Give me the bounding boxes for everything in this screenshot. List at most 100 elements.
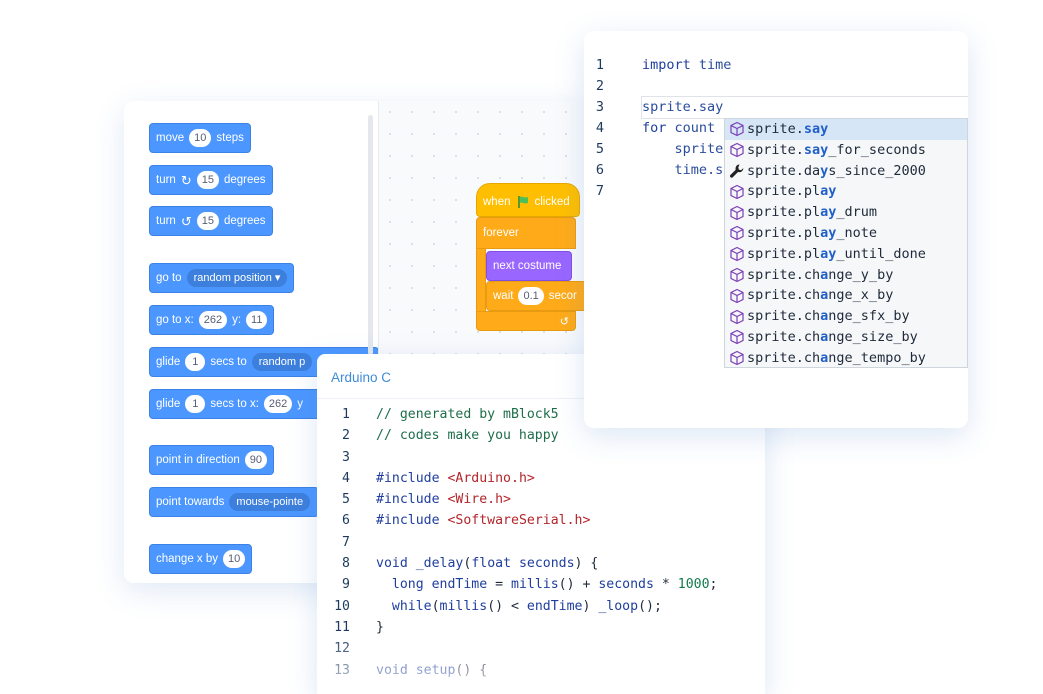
code-line: 10 while(millis() < endTime) _loop();	[317, 596, 765, 617]
code-text: <SoftwareSerial.h>	[447, 513, 591, 529]
suggestion-text: sprite.pl	[747, 224, 821, 241]
next-costume-block[interactable]: next costume	[486, 251, 572, 281]
degrees-input[interactable]: 15	[196, 171, 219, 189]
rotate-left-icon: ↺	[180, 213, 192, 229]
current-line-highlight	[641, 96, 968, 119]
code-text: time.s	[674, 162, 724, 178]
line-number: 1	[342, 407, 350, 422]
code-text: ();	[638, 598, 662, 614]
target-dropdown[interactable]: mouse-pointe	[229, 493, 311, 511]
code-text: sprite.say	[642, 99, 724, 115]
forever-block[interactable]: forever	[476, 217, 576, 249]
turn-right-block[interactable]: turn ↻ 15 degrees	[149, 165, 273, 195]
block-label: wait	[493, 290, 514, 302]
go-to-xy-block[interactable]: go to x: 262 y: 11	[149, 305, 275, 335]
direction-input[interactable]: 90	[244, 451, 267, 469]
code-editor[interactable]: 1 // generated by mBlock5 2 // codes mak…	[317, 404, 765, 681]
change-x-block[interactable]: change x by 10	[149, 544, 253, 574]
wait-input[interactable]: 0.1	[518, 287, 544, 305]
code-text: <Wire.h>	[447, 492, 512, 508]
code-text: (	[463, 556, 472, 572]
steps-input[interactable]: 10	[189, 129, 212, 147]
when-flag-clicked-block[interactable]: when clicked	[476, 183, 580, 217]
forever-bottom: ↺	[476, 311, 576, 331]
target-dropdown[interactable]: random p	[251, 353, 313, 371]
line-number: 11	[334, 619, 350, 635]
palette-scrollbar[interactable]	[368, 115, 373, 355]
block-label: go to	[156, 272, 182, 284]
turn-left-block[interactable]: turn ↺ 15 degrees	[149, 206, 273, 236]
cube-icon	[729, 121, 747, 137]
code-text: _loop	[598, 598, 639, 614]
suggestion-text: sprite.pl	[747, 204, 821, 221]
suggestion-text: nge_x_by	[828, 287, 894, 304]
block-label: degrees	[223, 215, 266, 227]
wait-block[interactable]: wait 0.1 secor	[486, 281, 594, 311]
panel-title: Arduino C	[331, 370, 392, 385]
suggestion-text: nge_size_by	[828, 328, 918, 345]
x-input[interactable]: 262	[263, 395, 293, 413]
code-text: void	[376, 556, 408, 572]
block-palette: move 10 steps turn ↻ 15 degrees turn ↺ 1…	[124, 101, 379, 583]
point-towards-block[interactable]: point towards mouse-pointe	[149, 487, 319, 517]
suggestion-match: a	[820, 287, 829, 304]
block-label: degrees	[223, 174, 266, 186]
cube-icon	[729, 288, 747, 304]
green-flag-icon	[517, 196, 528, 208]
suggestion-match: a	[820, 266, 829, 283]
y-input[interactable]: 11	[246, 311, 268, 329]
cube-icon	[729, 225, 747, 241]
code-line: 6 #include <SoftwareSerial.h>	[317, 510, 765, 531]
code-line: 8 void _delay(float seconds) {	[317, 553, 765, 574]
line-number: 4	[595, 120, 604, 136]
cube-icon	[729, 205, 747, 221]
block-label: go to x:	[156, 314, 194, 326]
go-to-block[interactable]: go to random position ▾	[149, 263, 295, 293]
line-number: 6	[595, 162, 604, 178]
suggestion-text: _for_seconds	[828, 141, 926, 158]
suggestion-match: a	[820, 328, 829, 345]
x-input[interactable]: 262	[198, 311, 228, 329]
code-line: 4 for count	[584, 118, 968, 139]
suggestion-match: ay	[820, 245, 837, 262]
block-label: y:	[232, 314, 242, 326]
secs-input[interactable]: 1	[185, 353, 206, 371]
autocomplete-item[interactable]: sprite.say	[725, 119, 967, 140]
suggestion-text: _drum	[836, 204, 878, 221]
line-number: 5	[595, 141, 604, 157]
wrench-icon	[729, 163, 747, 179]
line-number: 7	[595, 183, 604, 199]
suggestion-text: sprite.	[747, 141, 804, 158]
code-text: #include	[376, 513, 440, 529]
code-text: <Arduino.h>	[447, 470, 535, 486]
glide-xy-block[interactable]: glide 1 secs to x: 262 y	[149, 389, 329, 419]
point-direction-block[interactable]: point in direction 90	[149, 445, 274, 475]
line-number: 7	[342, 534, 350, 550]
target-dropdown[interactable]: random position ▾	[186, 269, 288, 287]
autocomplete-item[interactable]: sprite.say_for_seconds	[725, 140, 967, 161]
code-text: #include	[376, 492, 440, 508]
degrees-input[interactable]: 15	[196, 212, 219, 230]
block-label: steps	[216, 132, 244, 144]
code-text: ;	[709, 577, 718, 593]
suggestion-text: sprite.ch	[747, 266, 821, 283]
code-text: seconds	[518, 556, 575, 572]
suggestion-text: sprite.	[747, 121, 804, 137]
block-label: point in direction	[156, 454, 240, 466]
secs-input[interactable]: 1	[185, 395, 206, 413]
move-block[interactable]: move 10 steps	[149, 123, 251, 153]
code-text: long	[391, 577, 424, 593]
code-line: 9 long endTime = millis() + seconds * 10…	[317, 574, 765, 595]
change-x-input[interactable]: 10	[223, 550, 246, 568]
